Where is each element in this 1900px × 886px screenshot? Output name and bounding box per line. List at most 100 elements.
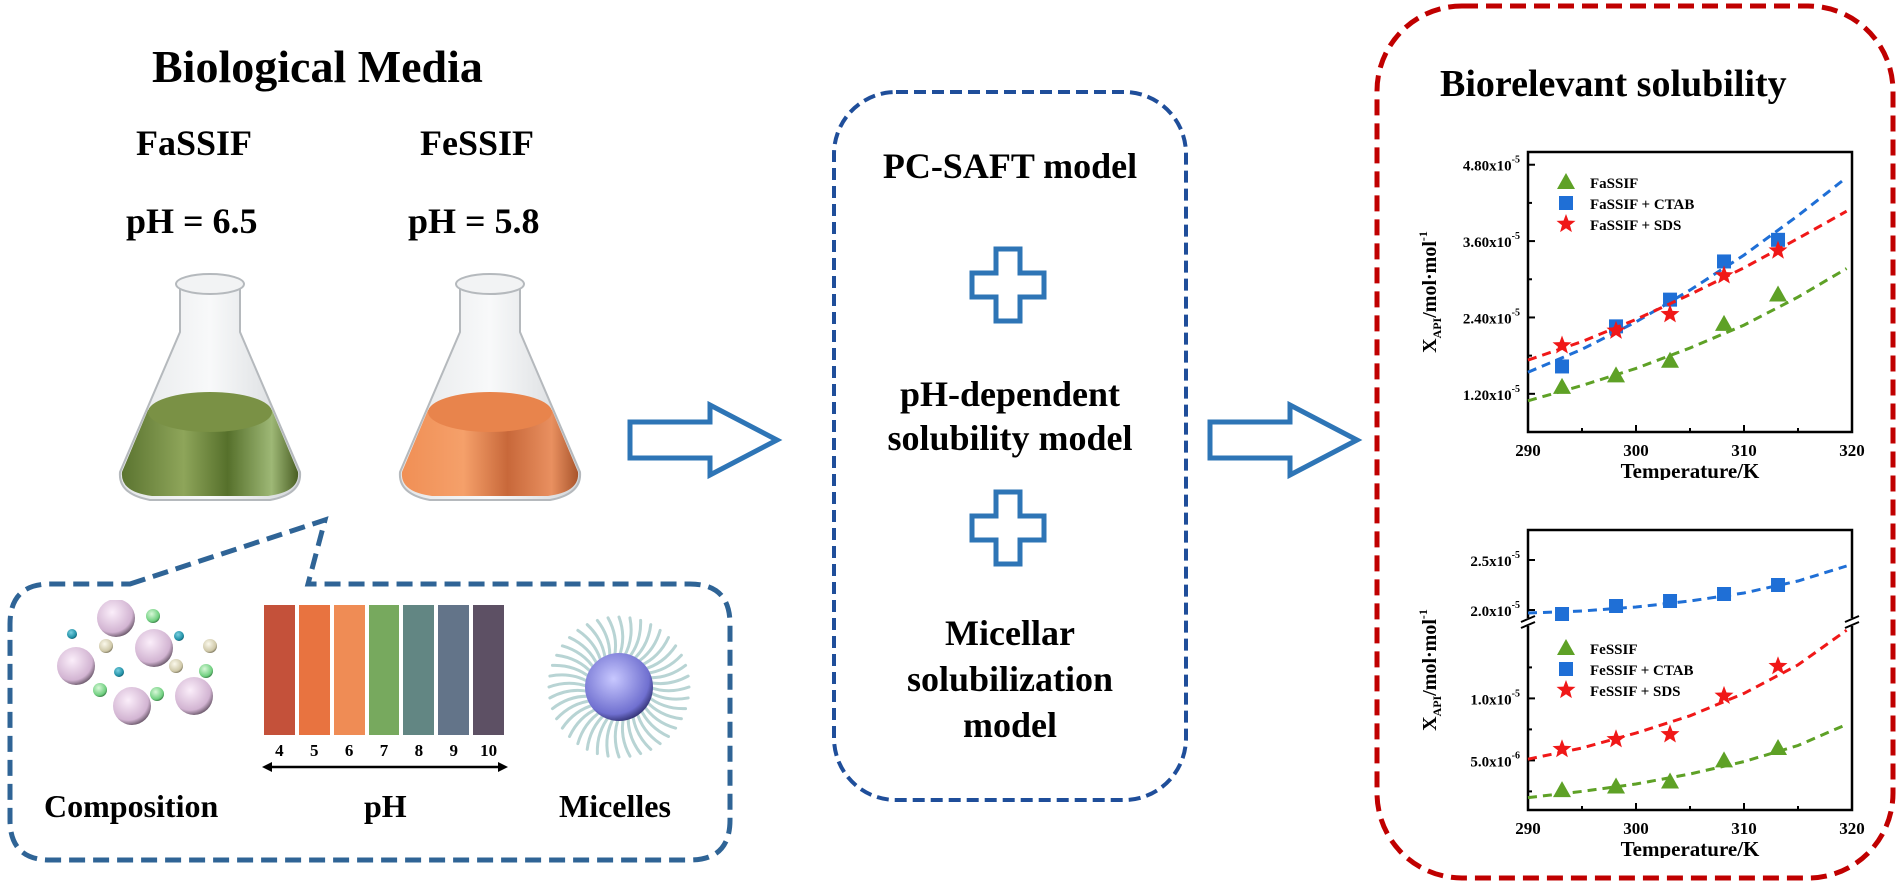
fessif-label: FeSSIF: [420, 123, 535, 163]
model-item-micellar-line-1: Micellar: [945, 613, 1075, 653]
ph-bar-9: [438, 605, 470, 735]
x-axis-title: Temperature/K: [1621, 837, 1760, 858]
data-point: [1714, 685, 1734, 704]
micelle-tail: [605, 715, 616, 758]
y-tick-label: 5.0x10-6: [1470, 750, 1520, 770]
model-item-ph-dependent-line-2: solubility model: [887, 418, 1133, 458]
data-point: [1768, 240, 1788, 259]
ph-color-scale: [264, 605, 505, 735]
data-point: [1609, 599, 1624, 613]
ph-label: pH: [364, 788, 407, 824]
data-point: [1607, 777, 1626, 794]
data-point: [1771, 578, 1786, 592]
micelle-icon: [547, 615, 691, 759]
ph-value-7: 7: [379, 741, 389, 760]
ph-value-5: 5: [310, 741, 319, 760]
legend-label: FeSSIF + CTAB: [1590, 663, 1694, 679]
legend-label: FeSSIF: [1590, 642, 1638, 658]
ph-bar-7: [368, 605, 400, 735]
biological-media-title: Biological Media: [152, 41, 483, 92]
micelle-tail: [647, 690, 690, 701]
model-item-micellar-line-3: model: [963, 705, 1057, 745]
data-point: [1717, 587, 1732, 601]
ph-bar-5: [298, 605, 330, 735]
data-point: [1661, 351, 1680, 368]
data-point: [1606, 729, 1626, 748]
x-tick-label: 320: [1839, 819, 1865, 838]
data-point: [1714, 265, 1734, 284]
model-item-pc-saft-line: PC-SAFT model: [882, 146, 1138, 186]
data-point: [1552, 739, 1572, 758]
data-point: [1715, 314, 1734, 331]
y-tick-label: 1.0x10-5: [1470, 688, 1520, 708]
fit-curve-fessif-sds: [1527, 628, 1848, 761]
data-point: [1660, 724, 1680, 743]
x-tick-label: 310: [1731, 441, 1757, 460]
arrow-right-icon-1: [627, 400, 783, 480]
micelles-label: Micelles: [559, 788, 671, 824]
micelle-tail: [647, 685, 691, 693]
plot-frame: [1526, 150, 1854, 434]
y-tick-label: 1.20x10-5: [1463, 384, 1520, 404]
legend-label: FaSSIF: [1590, 176, 1638, 192]
plot-frame: [1526, 528, 1854, 812]
ph-bar-6: [333, 605, 365, 735]
models-panel-border: [832, 90, 1188, 802]
micelle-tail: [547, 681, 591, 689]
data-point: [1715, 751, 1734, 768]
fassif-flask-icon: [118, 273, 302, 501]
data-point: [1769, 285, 1788, 302]
x-tick-label: 300: [1623, 819, 1649, 838]
x-tick-label: 290: [1515, 441, 1541, 460]
x-tick-label: 320: [1839, 441, 1865, 460]
data-point: [1663, 594, 1678, 608]
axis-break-gap: [1846, 618, 1858, 626]
fassif-ph-label: pH = 6.5: [126, 201, 258, 241]
ph-value-6: 6: [344, 741, 354, 760]
ph-bar-4: [264, 605, 295, 735]
x-tick-label: 310: [1731, 819, 1757, 838]
model-item-ph-dependent-line-1: pH-dependent: [899, 374, 1121, 414]
data-point: [1553, 377, 1572, 394]
fessif-flask-icon: [398, 273, 582, 501]
arrow-right-icon-2: [1207, 400, 1363, 480]
y-tick-label: 2.40x10-5: [1463, 307, 1520, 327]
model-item-micellar-line-2: solubilization: [906, 659, 1114, 699]
x-tick-label: 300: [1623, 441, 1649, 460]
legend-marker: [1557, 173, 1575, 189]
micelle-tail: [617, 615, 625, 659]
fit-curve-fessif-ctab: [1527, 564, 1848, 615]
plus-icon-1: [969, 246, 1047, 324]
data-point: [1769, 739, 1788, 755]
fit-curve-fessif: [1527, 723, 1848, 800]
model-item-ph-dependent: pH-dependent solubility model: [830, 372, 1190, 460]
x-tick-label: 290: [1515, 819, 1541, 838]
y-tick-label: 2.0x10-5: [1470, 600, 1520, 620]
data-point: [1768, 656, 1788, 675]
axis-break-mark: [1844, 621, 1860, 629]
micelle-tail: [548, 673, 591, 684]
data-point: [1555, 359, 1570, 374]
data-point: [1555, 607, 1570, 621]
legend-label: FaSSIF + SDS: [1590, 218, 1681, 234]
x-axis-title: Temperature/K: [1621, 459, 1760, 480]
ph-range-arrow-icon: [262, 762, 508, 772]
results-title: Biorelevant solubility: [1440, 63, 1787, 105]
results-panel-border: [1374, 3, 1896, 881]
data-point: [1771, 232, 1786, 247]
ph-value-8: 8: [414, 741, 424, 760]
ph-value-9: 9: [449, 741, 458, 760]
data-point: [1661, 772, 1680, 789]
legend-marker: [1557, 639, 1575, 655]
axis-break-mark: [1520, 621, 1536, 629]
axis-break-gap: [1522, 618, 1534, 626]
legend-label: FeSSIF + SDS: [1590, 684, 1681, 700]
data-point: [1607, 366, 1626, 383]
micelle-tail: [622, 616, 633, 659]
data-point: [1660, 304, 1680, 323]
legend-marker: [1559, 662, 1573, 676]
composition-particles-icon: [57, 600, 217, 725]
plus-icon-2: [969, 489, 1047, 567]
